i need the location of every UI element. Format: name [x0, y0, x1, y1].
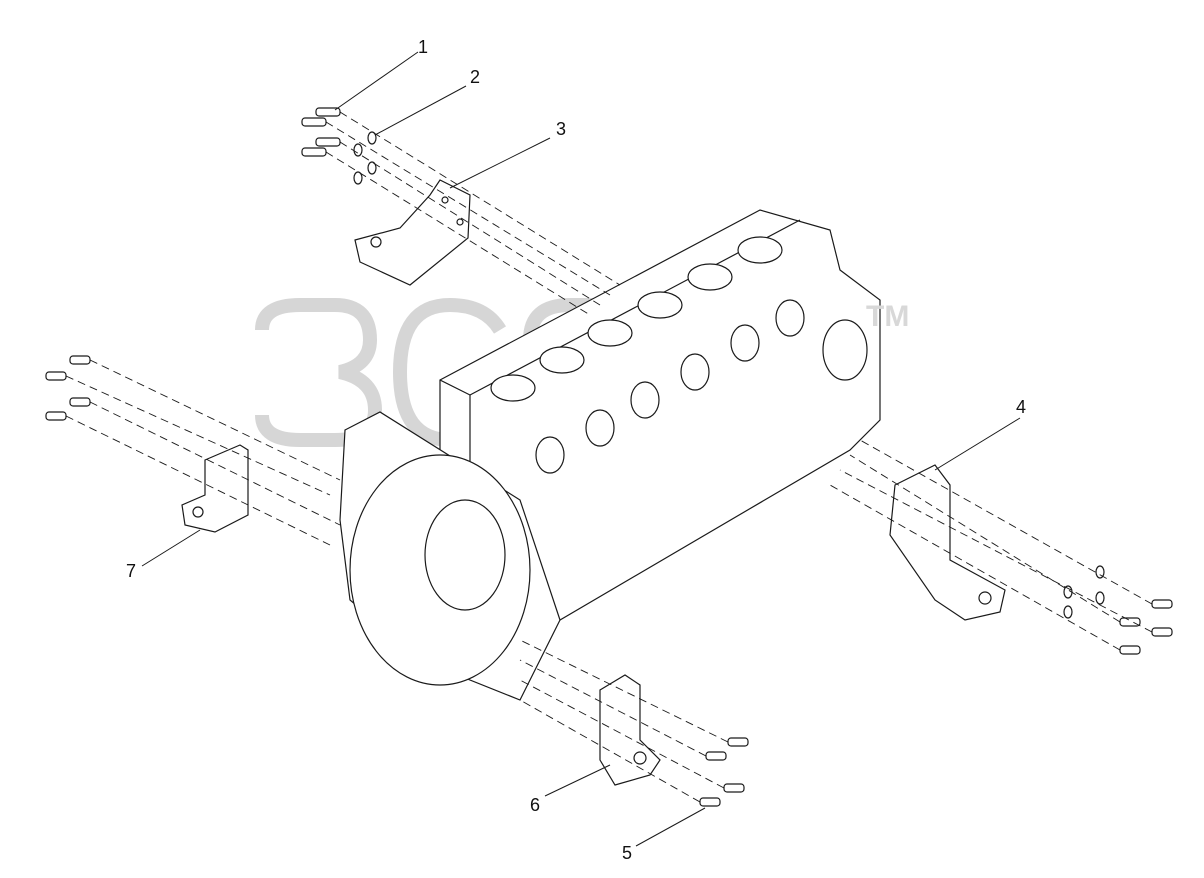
callout-label-5: 5: [622, 843, 633, 863]
flywheel-housing: [339, 411, 561, 701]
leader-lines: [141, 51, 1021, 847]
bracket-3: [354, 179, 471, 286]
bolts-and-washers: [45, 107, 1173, 807]
callout-label-6: 6: [530, 795, 541, 815]
assembly-lines: [65, 111, 1153, 803]
callout-label-1: 1: [418, 37, 429, 57]
callout-label-7: 7: [126, 561, 137, 581]
callout-label-2: 2: [470, 67, 481, 87]
engine-block: [439, 209, 881, 621]
callout-label-4: 4: [1016, 397, 1027, 417]
bracket-7: [181, 444, 249, 533]
bracket-4: [889, 464, 1006, 621]
watermark-tm: TM: [866, 300, 910, 333]
callout-label-3: 3: [556, 119, 567, 139]
bracket-6: [599, 674, 661, 786]
